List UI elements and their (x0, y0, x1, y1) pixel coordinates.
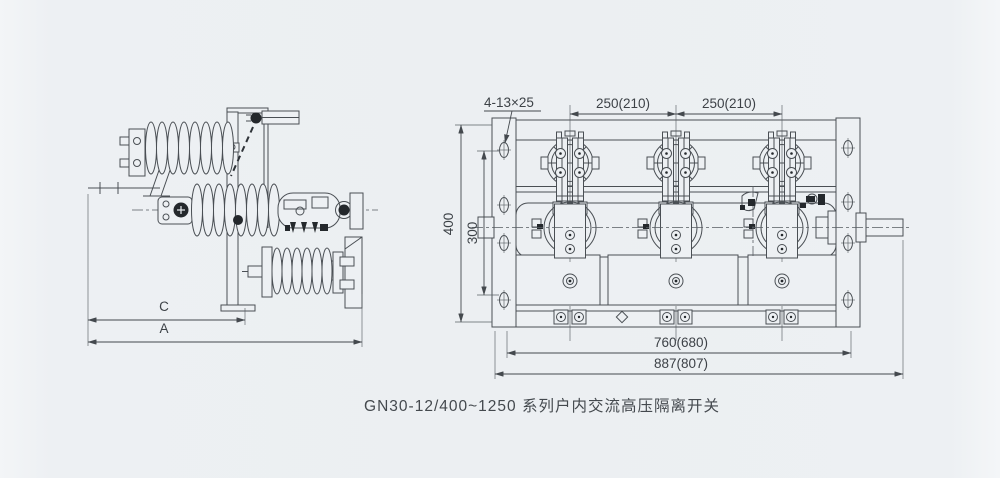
dim-label-hole-spec: 4-13×25 (484, 95, 534, 110)
middle-insulator (157, 183, 280, 237)
caption: GN30-12/400~1250 系列户内交流高压隔离开关 (364, 397, 720, 415)
dim-label-a: A (159, 321, 168, 336)
side-view-dimensions: C A (87, 194, 363, 347)
dim-label-width-inner: 760(680) (654, 335, 708, 350)
dim-label-height-inner: 300 (465, 222, 480, 245)
contact-mechanism (277, 192, 364, 233)
base-panels (515, 254, 837, 306)
bottom-insulator (242, 246, 344, 298)
mounting-bracket (339, 236, 363, 309)
dim-label-spacing-right: 250(210) (702, 96, 756, 111)
bell-crank (740, 186, 759, 256)
dim-label-height-overall: 400 (441, 213, 456, 236)
front-view: 4-13×25 250(210) 250(210) 400 300 760(68… (441, 95, 910, 379)
dim-label-width-overall: 887(807) (654, 356, 708, 371)
dim-label-spacing-left: 250(210) (596, 96, 650, 111)
top-insulator (119, 121, 234, 197)
travel-path-dashed (230, 126, 254, 177)
front-view-dimensions: 4-13×25 250(210) 250(210) 400 300 760(68… (441, 95, 904, 379)
dim-label-c: C (159, 299, 169, 314)
left-side-plate (491, 117, 517, 328)
operating-rod (88, 182, 160, 194)
operating-lever (230, 110, 300, 177)
side-view: C A (87, 107, 378, 347)
